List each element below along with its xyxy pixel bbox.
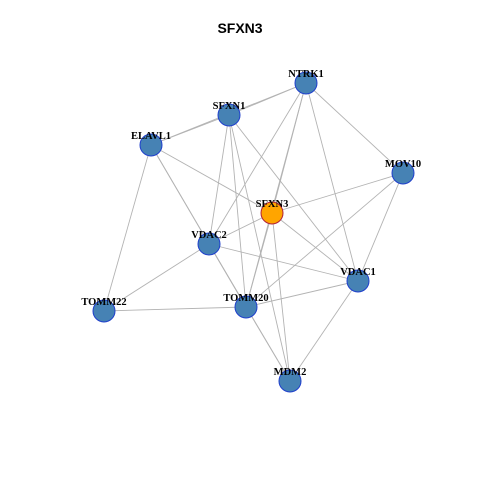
node-layer: NTRK1SFXN1ELAVL1MOV10SFXN3VDAC2VDAC1TOMM…: [81, 69, 421, 393]
edge-sfxn1-elavl1: [150, 114, 230, 146]
node-vdac2: VDAC2: [191, 230, 227, 256]
node-mdm2: MDM2: [274, 367, 307, 393]
node-circle-sfxn1: [217, 103, 241, 127]
node-label-mdm2: MDM2: [274, 367, 307, 378]
node-elavl1: ELAVL1: [131, 131, 171, 157]
edge-vdac2-vdac1: [208, 243, 359, 282]
edge-mov10-tomm20: [245, 172, 404, 308]
node-label-mov10: MOV10: [385, 159, 421, 170]
node-sfxn1: SFXN1: [213, 101, 246, 127]
edge-sfxn3-mdm2: [271, 212, 291, 382]
edge-sfxn1-mdm2: [228, 114, 291, 382]
node-label-vdac2: VDAC2: [191, 230, 227, 241]
node-tomm20: TOMM20: [223, 293, 269, 319]
edge-sfxn1-vdac1: [228, 114, 359, 282]
node-circle-sfxn3: [260, 201, 284, 225]
edge-tomm20-mdm2: [245, 306, 291, 382]
edge-vdac2-tomm20: [208, 243, 247, 308]
edge-vdac1-tomm20: [245, 280, 359, 308]
node-sfxn3: SFXN3: [256, 199, 289, 225]
node-circle-ntrk1: [294, 71, 318, 95]
node-circle-mdm2: [278, 369, 302, 393]
node-ntrk1: NTRK1: [288, 69, 324, 95]
edge-sfxn3-vdac1: [271, 212, 359, 282]
edge-elavl1-tomm22: [103, 144, 152, 312]
node-label-tomm20: TOMM20: [223, 293, 268, 304]
edge-mov10-sfxn3: [271, 172, 404, 214]
edge-sfxn1-tomm20: [228, 114, 247, 308]
node-circle-mov10: [391, 161, 415, 185]
edge-sfxn3-tomm20: [245, 212, 273, 308]
node-label-vdac1: VDAC1: [340, 267, 376, 278]
node-circle-vdac1: [346, 269, 370, 293]
edge-tomm22-tomm20: [103, 306, 247, 312]
edge-mov10-vdac1: [357, 172, 404, 282]
edge-ntrk1-mov10: [305, 82, 404, 174]
edge-layer: [103, 82, 404, 382]
edge-ntrk1-vdac1: [305, 82, 359, 282]
edge-ntrk1-vdac2: [208, 82, 307, 245]
node-vdac1: VDAC1: [340, 267, 376, 293]
node-circle-vdac2: [197, 232, 221, 256]
node-label-sfxn1: SFXN1: [213, 101, 246, 112]
edge-vdac1-mdm2: [289, 280, 359, 382]
node-circle-elavl1: [139, 133, 163, 157]
node-label-sfxn3: SFXN3: [256, 199, 289, 210]
node-circle-tomm22: [92, 299, 116, 323]
node-label-elavl1: ELAVL1: [131, 131, 171, 142]
edge-vdac2-tomm22: [103, 243, 210, 312]
graph-title: SFXN3: [217, 20, 263, 36]
node-label-tomm22: TOMM22: [81, 297, 126, 308]
node-circle-tomm20: [234, 295, 258, 319]
edge-sfxn3-vdac2: [208, 212, 273, 245]
edge-elavl1-sfxn3: [150, 144, 273, 214]
node-tomm22: TOMM22: [81, 297, 127, 323]
edge-sfxn1-vdac2: [208, 114, 230, 245]
node-label-ntrk1: NTRK1: [288, 69, 324, 80]
node-mov10: MOV10: [385, 159, 421, 185]
